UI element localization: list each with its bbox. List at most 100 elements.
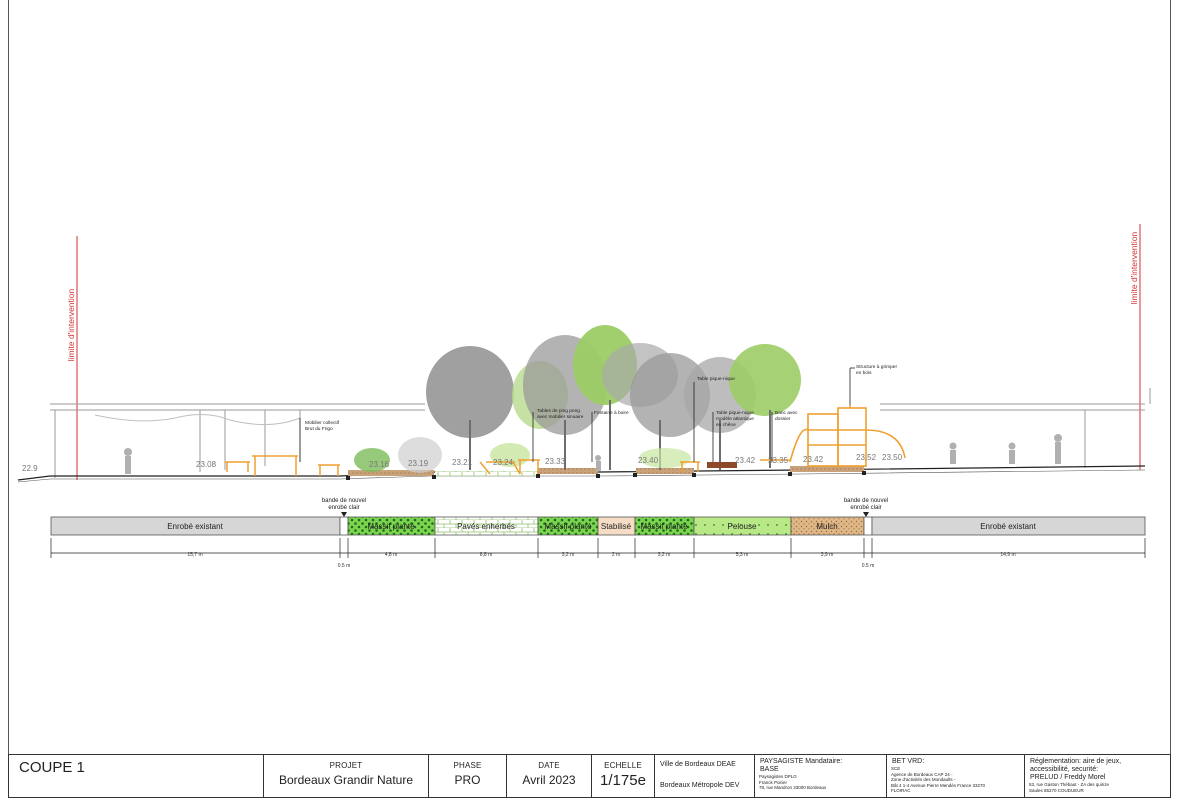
reglementation-cell: Réglementation: aire de jeux, accessibil…	[1025, 755, 1170, 797]
level-3: 23.19	[408, 459, 429, 468]
annotation-mobilier-line: Mobilier collectif	[305, 420, 340, 426]
client-1: Ville de Bordeaux DEAE	[660, 761, 736, 768]
projet-cell: PROJET Bordeaux Grandir Nature	[264, 755, 429, 797]
edge-markers	[346, 471, 866, 480]
level-labels: 22.9 23.08 23.16 23.19 23.21 23.24 23.33…	[22, 453, 903, 473]
level-12: 23.50	[882, 453, 903, 462]
paves-strip	[435, 471, 537, 476]
zone-label-5: Stabilisé	[601, 522, 632, 531]
annotation-ping-pong-line: avec mobilier sinuaire	[537, 414, 584, 420]
level-9: 23.35	[768, 456, 789, 465]
annotation-mobilier-line: Brut du Frigo	[305, 426, 333, 432]
soil-mulch	[790, 466, 864, 472]
level-11: 23.52	[856, 453, 877, 462]
furniture-orange	[225, 455, 790, 476]
canopy-right	[880, 388, 1151, 468]
echelle-label: ECHELLE	[604, 761, 642, 770]
dim-4: 3,2 m	[562, 552, 575, 558]
annotation-tables-line: Table pique-nique	[697, 376, 735, 382]
bet-detail: SCE Agence de Bordeaux CAP 24 - Zone d'a…	[891, 766, 985, 793]
echelle-value: 1/175e	[600, 772, 646, 789]
limit-right: limite d'intervention	[1129, 224, 1141, 470]
soil-massif-2	[538, 468, 598, 474]
date-label: DATE	[538, 761, 560, 770]
people-silhouettes	[124, 434, 1062, 474]
climbing-structure	[789, 405, 906, 467]
level-10: 23.42	[803, 455, 824, 464]
reglementation-title: Réglementation: aire de jeux, accessibil…	[1030, 758, 1122, 773]
level-5: 23.24	[493, 458, 514, 467]
level-1: 23.08	[196, 460, 217, 469]
zone-bande-right	[863, 516, 873, 536]
reglementation-detail: 53, rue Gaston Thébaut - ZA des quinze S…	[1029, 782, 1109, 793]
dim-2: 4,8 m	[385, 552, 398, 558]
bench-brown	[707, 462, 737, 468]
annotation-tables: Table pique-nique	[697, 376, 735, 382]
projet-value: Bordeaux Grandir Nature	[278, 773, 414, 787]
phase-label: PHASE	[453, 761, 482, 770]
zone-label-4: Massif planté	[544, 522, 592, 531]
level-4: 23.21	[452, 458, 473, 467]
client-2: Bordeaux Métropole DEV	[660, 782, 740, 789]
title-block: COUPE 1 PROJET Bordeaux Grandir Nature P…	[8, 754, 1171, 798]
paysagiste-cell: PAYSAGISTE Mandataire: BASE Paysagistes …	[755, 755, 887, 797]
limit-right-label: limite d'intervention	[1129, 231, 1139, 304]
dim-8: 3,9 m	[821, 552, 834, 558]
zone-label-0: Enrobé existant	[167, 522, 223, 531]
zone-label-8: Mulch	[816, 522, 837, 531]
annotation-leaders	[299, 367, 855, 462]
annotation-table-atlantique-line: modèle atlantique	[716, 416, 754, 422]
annotation-table-atlantique-line: en chêne	[716, 422, 736, 428]
dim-6: 3,2 m	[658, 552, 671, 558]
soil-massif-3	[636, 468, 694, 474]
dimension-labels: 15,7 m 0.5 m 4,8 m 6,8 m 3,2 m 2 m 3,2 m…	[187, 552, 1015, 569]
zone-enrobe-right	[871, 516, 1146, 536]
echelle-cell: ECHELLE 1/175e	[592, 755, 655, 797]
soil-massif-1	[348, 470, 434, 476]
date-value: Avril 2023	[522, 773, 576, 787]
paysagiste-name: BASE	[760, 766, 779, 773]
annotation-ping-pong-line: Tables de ping pong	[537, 408, 580, 414]
annotation-structure-line: en bois	[856, 370, 872, 376]
zone-label-3: Pavés enherbés	[457, 522, 515, 531]
projet-label: PROJET	[329, 761, 363, 770]
zone-label-10: Enrobé existant	[980, 522, 1036, 531]
annotation-banc-line: Banc avec	[775, 410, 798, 416]
client-cell: Ville de Bordeaux DEAE Bordeaux Métropol…	[655, 755, 755, 797]
limit-left: limite d'intervention	[66, 236, 78, 480]
dim-7: 5,3 m	[736, 552, 749, 558]
drawing-frame	[8, 0, 1171, 798]
paysagiste-detail: Paysagistes DPLG Franck Poirier 78, rue …	[759, 774, 827, 790]
phase-value: PRO	[454, 773, 481, 787]
zone-bande-left	[339, 516, 349, 536]
paysagiste-title: PAYSAGISTE Mandataire:	[760, 758, 843, 765]
sheet-title: COUPE 1	[19, 759, 85, 776]
level-8: 23.42	[735, 456, 756, 465]
date-cell: DATE Avril 2023	[507, 755, 592, 797]
annotation-fontaine-line: Fontaine à boire	[594, 410, 629, 416]
dim-3: 6,8 m	[480, 552, 493, 558]
zone-label-2: Massif planté	[367, 522, 415, 531]
dim-0: 15,7 m	[187, 552, 202, 558]
dim-5: 2 m	[612, 552, 620, 558]
phase-cell: PHASE PRO	[429, 755, 507, 797]
cross-section-drawing: limite d'intervention limite d'intervent…	[17, 224, 1151, 569]
zone-labels: Enrobé existant Massif planté Pavés enhe…	[167, 522, 1036, 531]
zone-bar	[50, 516, 1146, 536]
bet-cell: BET VRD: SCE Agence de Bordeaux CAP 24 -…	[887, 755, 1025, 797]
tree-group	[354, 325, 801, 473]
level-6: 23.33	[545, 457, 566, 466]
level-0: 22.9	[22, 464, 38, 473]
bet-title: BET VRD:	[892, 758, 925, 765]
limit-left-label: limite d'intervention	[66, 288, 76, 361]
reglementation-name: PRELUD / Freddy Morel	[1030, 774, 1106, 781]
level-7: 23.40	[638, 456, 659, 465]
annotation-structure-line: Structure à grimper	[856, 364, 897, 370]
